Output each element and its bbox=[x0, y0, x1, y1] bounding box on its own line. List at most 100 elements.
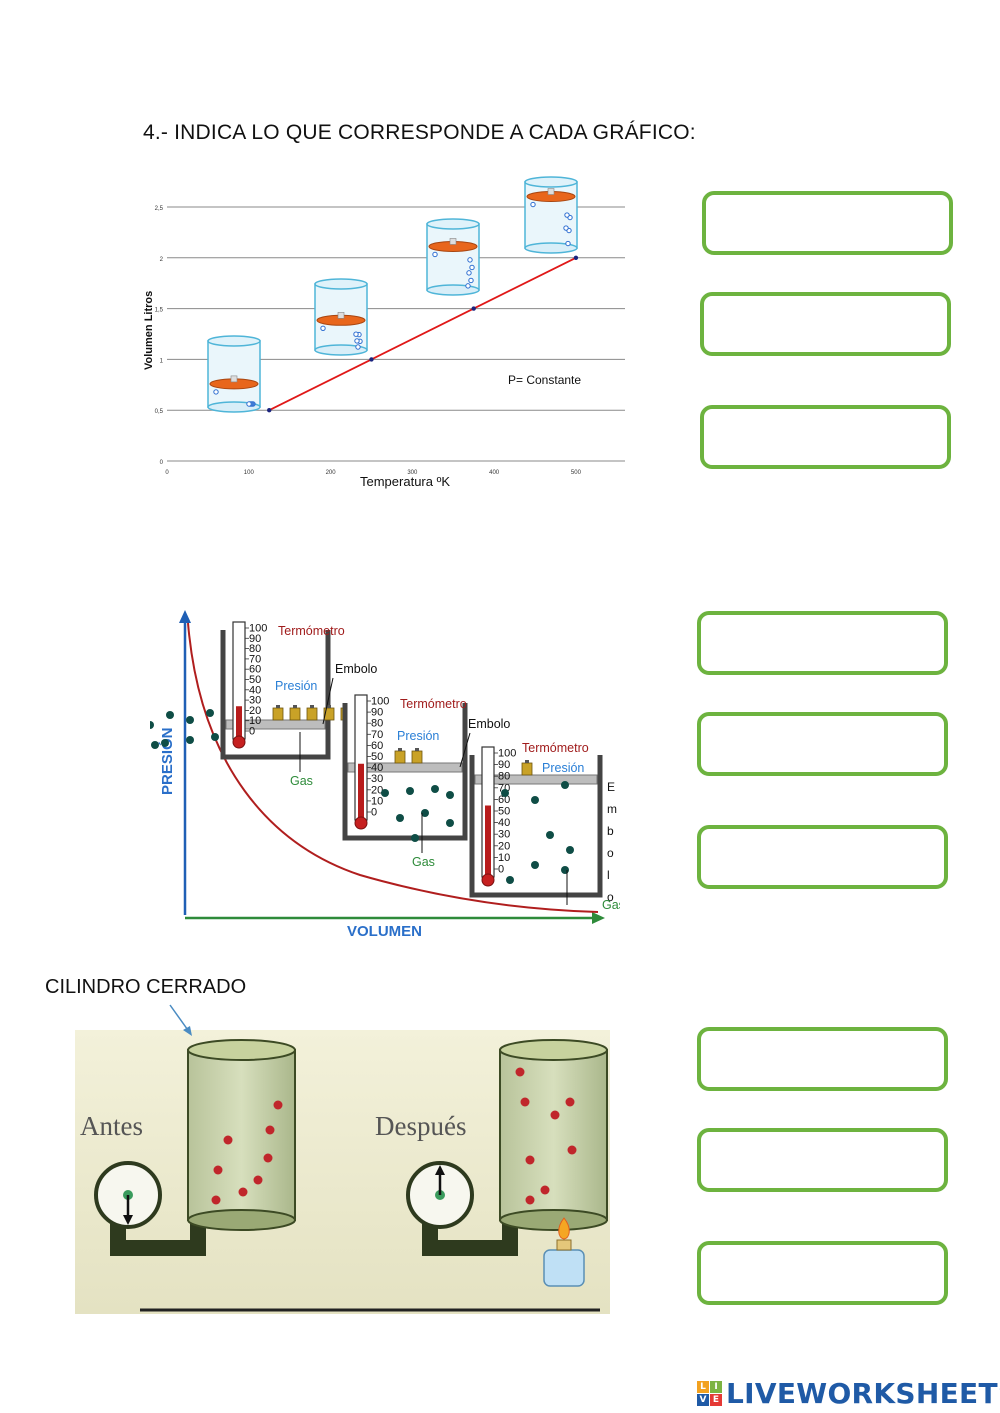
gas-particle bbox=[561, 781, 569, 789]
gas-particle bbox=[150, 721, 154, 729]
thermometer-label: Termómetro bbox=[400, 697, 467, 711]
weight bbox=[272, 707, 284, 721]
answer-box-1[interactable] bbox=[702, 191, 953, 255]
scale-label: 80 bbox=[371, 718, 383, 730]
cylinder-top bbox=[499, 1039, 608, 1061]
gas-particle bbox=[166, 711, 174, 719]
x-tick-label: 200 bbox=[326, 470, 337, 476]
cylinder-bottom bbox=[187, 1209, 296, 1231]
answer-box-4[interactable] bbox=[697, 611, 948, 675]
answer-box-3[interactable] bbox=[700, 405, 951, 469]
cylinder-after bbox=[406, 1039, 608, 1287]
thermometer-mercury bbox=[236, 706, 242, 739]
scale-label: 20 bbox=[371, 784, 383, 796]
pressure-constant-note: P= Constante bbox=[508, 373, 581, 387]
piston-label-letter: l bbox=[607, 868, 610, 882]
gas-particle bbox=[238, 1187, 248, 1197]
scale-label: 100 bbox=[249, 623, 267, 635]
scale-label: 70 bbox=[249, 653, 261, 665]
y-tick-label: 2 bbox=[160, 257, 164, 263]
gas-particle bbox=[211, 1195, 221, 1205]
weight bbox=[394, 750, 406, 764]
y-axis-label: PRESIÓN bbox=[158, 727, 176, 795]
x-axis-label: VOLUMEN bbox=[347, 923, 422, 940]
gas-particle bbox=[355, 344, 361, 350]
gas-particle bbox=[466, 270, 472, 276]
scale-label: 10 bbox=[249, 715, 261, 727]
cylinder-bottom bbox=[499, 1209, 608, 1231]
data-point bbox=[369, 357, 374, 362]
gas-particle bbox=[151, 741, 159, 749]
gas-particle bbox=[468, 277, 474, 284]
answer-box-5[interactable] bbox=[697, 712, 948, 776]
weight bbox=[411, 750, 423, 764]
gas-particle bbox=[353, 331, 359, 337]
piston-label-letter: b bbox=[607, 824, 614, 838]
gas-particle bbox=[520, 1097, 530, 1107]
y-tick-label: 0,5 bbox=[155, 409, 164, 415]
gas-container: 1009080706050403020100TermómetroPresiónE… bbox=[469, 741, 620, 912]
thermometer-label: Termómetro bbox=[278, 624, 345, 638]
logo-letter: E bbox=[710, 1393, 722, 1406]
gas-particle bbox=[563, 225, 569, 231]
gas-particle bbox=[467, 257, 473, 263]
data-point bbox=[471, 306, 476, 311]
thermometer-bulb bbox=[354, 816, 368, 830]
thermometer-mercury bbox=[358, 763, 364, 820]
answer-box-2[interactable] bbox=[700, 292, 951, 356]
scale-label: 30 bbox=[371, 773, 383, 785]
weight bbox=[547, 188, 555, 195]
burner bbox=[543, 1249, 585, 1287]
piston-label-letter: o bbox=[607, 846, 614, 860]
answer-box-8[interactable] bbox=[697, 1128, 948, 1192]
scale-label: 80 bbox=[498, 771, 510, 783]
gas-particle bbox=[515, 1067, 525, 1077]
gas-particle bbox=[550, 1110, 560, 1120]
gas-particle bbox=[396, 814, 404, 822]
piston-label-letter: o bbox=[607, 890, 614, 904]
gas-particle bbox=[161, 739, 169, 747]
gas-particle bbox=[273, 1100, 283, 1110]
piston-label-letter: m bbox=[607, 802, 617, 816]
before-label: Antes bbox=[80, 1111, 143, 1141]
logo-letter: L bbox=[697, 1380, 709, 1393]
gas-particle bbox=[501, 789, 509, 797]
weight bbox=[306, 707, 318, 721]
gas-particle bbox=[253, 1175, 263, 1185]
gas-particle bbox=[431, 785, 439, 793]
answer-box-9[interactable] bbox=[697, 1241, 948, 1305]
answer-box-7[interactable] bbox=[697, 1027, 948, 1091]
gas-particle bbox=[564, 212, 570, 218]
scale-label: 0 bbox=[371, 807, 377, 819]
gas-particle bbox=[246, 401, 252, 407]
scale-label: 30 bbox=[249, 695, 261, 707]
gas-particle bbox=[469, 264, 475, 271]
gas-particle bbox=[206, 709, 214, 717]
answer-box-6[interactable] bbox=[697, 825, 948, 889]
scale-label: 60 bbox=[498, 794, 510, 806]
x-tick-label: 100 bbox=[244, 470, 255, 476]
piston-label: Embolo bbox=[335, 662, 377, 676]
gas-label: Gas bbox=[290, 774, 313, 788]
logo-letter: I bbox=[710, 1380, 722, 1393]
scale-label: 50 bbox=[498, 806, 510, 818]
series-line bbox=[268, 256, 577, 412]
scale-label: 50 bbox=[249, 674, 261, 686]
scale-label: 60 bbox=[371, 740, 383, 752]
scale-label: 20 bbox=[249, 705, 261, 717]
logo-text: LIVEWORKSHEETS bbox=[726, 1376, 1000, 1410]
gas-particle bbox=[565, 240, 571, 247]
gas-particle bbox=[525, 1195, 535, 1205]
piston bbox=[474, 774, 598, 785]
weight bbox=[337, 312, 345, 319]
thermometer-bulb bbox=[481, 873, 495, 887]
gas-particle bbox=[531, 861, 539, 869]
thermometer-label: Termómetro bbox=[522, 741, 589, 755]
piston-pointer bbox=[459, 732, 471, 768]
weight-knob bbox=[310, 705, 314, 708]
pressure-label: Presión bbox=[275, 679, 317, 693]
piston-label: Embolo bbox=[468, 717, 510, 731]
gauge-needle-tip bbox=[435, 1165, 445, 1175]
y-tick-label: 1,5 bbox=[155, 308, 164, 314]
gas-container: 1009080706050403020100TermómetroPresiónE… bbox=[342, 694, 510, 869]
